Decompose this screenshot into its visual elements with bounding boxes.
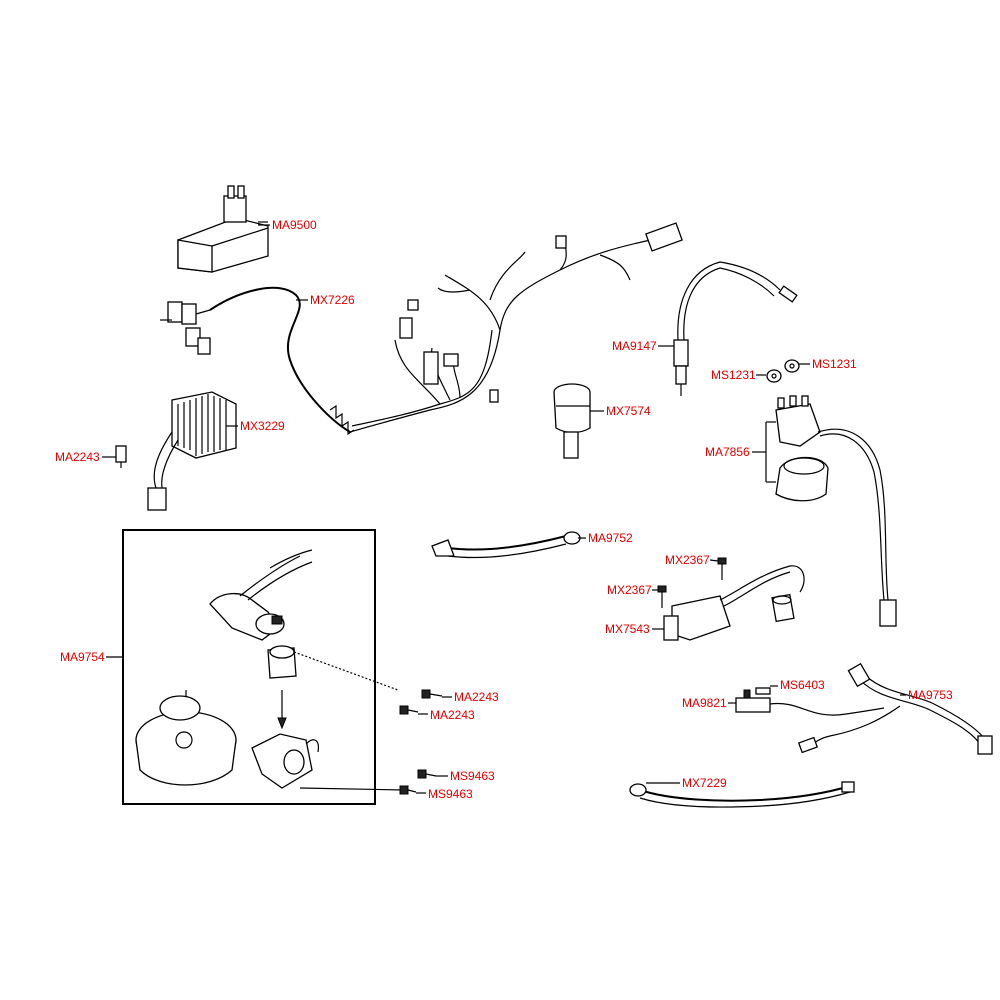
ignition-coil-part	[663, 565, 805, 641]
label-ms6403: MS6403	[780, 678, 825, 692]
screw-ms9463-b	[399, 785, 417, 795]
nut-ms1231-b	[784, 359, 800, 373]
bolt-ma2243-b	[399, 705, 419, 715]
label-ms1231-a: MS1231	[711, 368, 756, 382]
socket-part	[553, 383, 591, 459]
label-mx7226: MX7226	[310, 293, 355, 307]
label-mx2367-b: MX2367	[607, 583, 652, 597]
label-ma7856: MA7856	[705, 445, 750, 459]
wiring-harness-part	[160, 222, 683, 436]
sub-harness-part	[797, 662, 993, 755]
label-mx7229: MX7229	[682, 776, 727, 790]
switch-part	[735, 687, 847, 716]
cable-part	[629, 781, 855, 808]
label-ma9147: MA9147	[612, 339, 657, 353]
ground-strap-part	[431, 531, 581, 559]
bolt-ma2243-a	[421, 689, 443, 699]
label-ma9752: MA9752	[588, 531, 633, 545]
part-labels: MA9500 MX7226 MX3229 MA2243 MA9147 MS123…	[55, 218, 953, 801]
label-mx2367-a: MX2367	[665, 553, 710, 567]
regulator-part	[147, 391, 237, 511]
label-ms1231-b: MS1231	[812, 357, 857, 371]
screw-mx2367-a	[717, 557, 727, 580]
label-ma9500: MA9500	[272, 218, 317, 232]
label-ms9463-a: MS9463	[450, 769, 495, 783]
screw-ms9463-a	[417, 769, 437, 779]
label-mx7543: MX7543	[605, 622, 650, 636]
label-ms9463-b: MS9463	[428, 787, 473, 801]
label-mx3229: MX3229	[240, 419, 285, 433]
bolt-ma2243-left	[115, 445, 127, 468]
relay-part	[177, 185, 269, 273]
screw-mx2367-b	[657, 585, 667, 608]
label-ma2243-a: MA2243	[454, 690, 499, 704]
sensor-part	[673, 261, 798, 396]
label-ma2243-left: MA2243	[55, 450, 100, 464]
label-ma9821: MA9821	[682, 696, 727, 710]
leader-lines	[102, 224, 906, 794]
label-ma9753: MA9753	[908, 688, 953, 702]
ignition-set-box	[122, 529, 405, 805]
label-mx7574: MX7574	[606, 404, 651, 418]
starter-relay-part	[775, 395, 897, 627]
label-ma9754: MA9754	[60, 650, 105, 664]
label-ma2243-b: MA2243	[430, 708, 475, 722]
nut-ms1231-a	[766, 369, 782, 383]
